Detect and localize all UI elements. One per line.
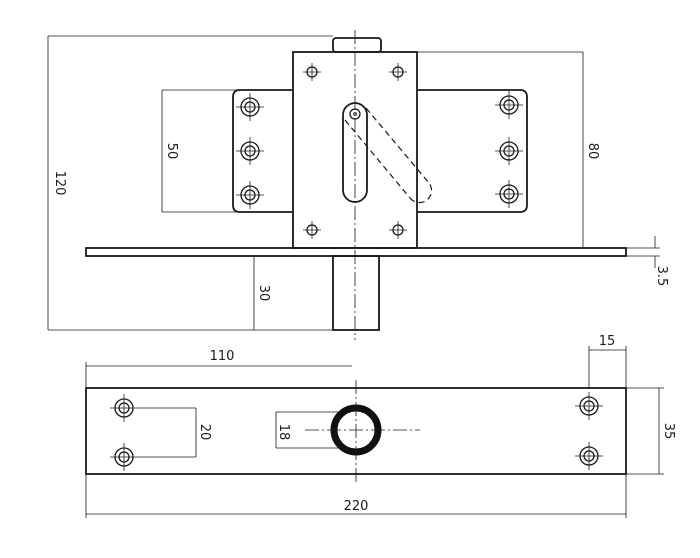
housing-holes <box>303 63 407 239</box>
dim-bore-diameter: 18 <box>276 424 291 441</box>
right-flange <box>417 89 528 213</box>
dim-plate-thickness: 3.5 <box>654 266 669 287</box>
dim-housing-height: 80 <box>585 143 600 160</box>
front-view <box>85 30 627 340</box>
dim-overall-height: 120 <box>52 171 67 196</box>
mounting-plate <box>85 247 627 257</box>
plate-bolt-holes <box>110 392 603 471</box>
dim-flange-hole-spacing: 50 <box>164 143 179 160</box>
top-view <box>85 380 627 482</box>
dim-half-length: 110 <box>210 349 235 364</box>
right-flange-holes <box>495 91 523 208</box>
lever-alternate-position <box>344 107 433 204</box>
top-dimensions: 110 15 20 18 35 220 <box>85 334 676 518</box>
lever-slot <box>342 102 368 203</box>
dim-bolt-spacing: 20 <box>197 424 212 441</box>
dim-pin-length: 30 <box>256 285 271 302</box>
bottom-pin <box>332 255 380 331</box>
top-knob <box>332 37 382 53</box>
dim-plate-width: 35 <box>661 423 676 440</box>
front-dimensions: 120 50 80 3.5 30 <box>47 35 669 331</box>
left-flange-holes <box>236 93 264 209</box>
dim-end-offset: 15 <box>599 334 616 349</box>
dim-overall-length: 220 <box>344 499 369 514</box>
